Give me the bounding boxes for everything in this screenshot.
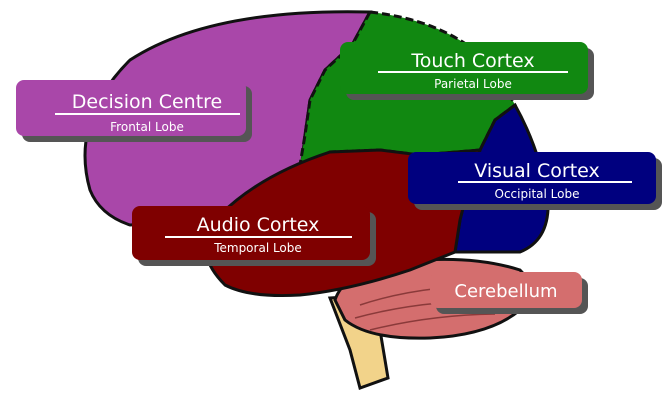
temporal-label-subtitle: Temporal Lobe [213, 241, 302, 255]
frontal-label-subtitle: Frontal Lobe [110, 120, 184, 134]
cerebellum-label-title: Cerebellum [454, 281, 557, 302]
occipital-label-subtitle: Occipital Lobe [495, 187, 580, 201]
parietal-label-title: Touch Cortex [410, 50, 534, 72]
frontal-label-title: Decision Centre [72, 91, 222, 113]
temporal-label-title: Audio Cortex [197, 214, 320, 236]
parietal-label-subtitle: Parietal Lobe [434, 77, 512, 91]
occipital-label-title: Visual Cortex [474, 160, 600, 182]
